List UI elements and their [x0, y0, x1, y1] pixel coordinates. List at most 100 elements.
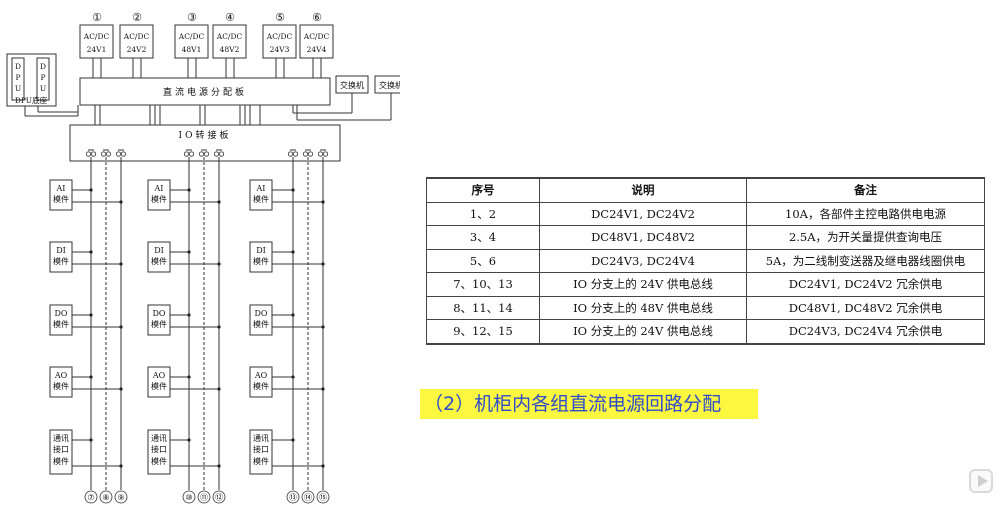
- module-label: AO: [254, 371, 268, 380]
- io-module-box: [147, 241, 171, 273]
- table-cell-number: 1、2: [426, 201, 540, 226]
- module-label: 通讯: [253, 433, 269, 443]
- table-header-row: 序号 说明 备注: [426, 177, 985, 203]
- fuse-terminal-icon: [85, 151, 92, 157]
- dpu-letter: U: [40, 84, 46, 93]
- table-cell-remark: 5A，为二线制变送器及继电器线圈供电: [746, 248, 985, 273]
- junction-dot: [321, 200, 325, 204]
- module-label: AI: [56, 184, 66, 193]
- module-label: 模件: [53, 194, 69, 204]
- junction-dot: [89, 250, 93, 254]
- fuse-terminal-icon: [115, 151, 122, 157]
- module-label: 模件: [53, 319, 69, 329]
- table-cell-remark: 10A，各部件主控电路供电电源: [746, 201, 985, 226]
- bus-number-label: ⑨: [117, 493, 124, 502]
- bus-number-label: ⑧: [102, 493, 109, 502]
- fuse-terminal-icon: [292, 151, 299, 157]
- play-button[interactable]: [969, 469, 993, 493]
- supply-number-label: ③: [187, 11, 197, 24]
- table-cell-description: IO 分支上的 24V 供电总线: [539, 319, 747, 345]
- io-module-box: [147, 304, 171, 336]
- table-row: 5、6 DC24V3, DC24V4 5A，为二线制变送器及继电器线圈供电: [426, 248, 985, 273]
- fuse-terminal-icon: [100, 151, 107, 157]
- power-distribution-diagram: ①AC/DC24V1②AC/DC24V2③AC/DC48V1④AC/DC48V2…: [6, 11, 400, 504]
- module-label: DO: [55, 309, 68, 318]
- module-label: 模件: [53, 381, 69, 391]
- bus-number-circle: [212, 490, 226, 504]
- junction-dot: [217, 262, 221, 266]
- bus-number-label: ⑦: [87, 493, 94, 502]
- io-adapter-board: [69, 124, 341, 162]
- dpu-letter: D: [15, 62, 21, 71]
- supply-line-label: AC/DC: [83, 32, 110, 41]
- table-cell-remark: DC24V3, DC24V4 冗余供电: [746, 319, 985, 345]
- io-module-box: [249, 429, 273, 475]
- io-module-box: [49, 429, 73, 475]
- distribution-board-label: 直流电源分配板: [163, 86, 247, 98]
- bus-number-circle: [182, 490, 196, 504]
- io-module-box: [49, 366, 73, 398]
- supply-number-label: ④: [225, 11, 235, 24]
- module-label: 接口: [53, 444, 69, 454]
- bus-number-circle: [301, 490, 315, 504]
- fuse-terminal-icon: [307, 151, 314, 157]
- module-label: DO: [255, 309, 268, 318]
- module-label: DI: [154, 246, 164, 255]
- junction-dot: [119, 325, 123, 329]
- bus-number-circle: [99, 490, 113, 504]
- junction-dot: [187, 250, 191, 254]
- io-module-box: [147, 366, 171, 398]
- supply-line-label: AC/DC: [266, 32, 293, 41]
- dpu-letter: P: [15, 73, 20, 82]
- table-cell-number: 3、4: [426, 225, 540, 250]
- table-cell-number: 7、10、13: [426, 272, 540, 297]
- bus-number-label: ⑭: [304, 493, 312, 502]
- supply-number-label: ⑤: [275, 11, 285, 24]
- section-caption: （2）机柜内各组直流电源回路分配: [420, 389, 758, 419]
- table-row: 3、4 DC48V1, DC48V2 2.5A，为开关量提供查询电压: [426, 225, 985, 250]
- switch-label: 交换机: [340, 80, 364, 90]
- junction-dot: [89, 188, 93, 192]
- bus-number-circle: [84, 490, 98, 504]
- module-label: 接口: [151, 444, 167, 454]
- junction-dot: [217, 464, 221, 468]
- junction-dot: [89, 375, 93, 379]
- bus-number-label: ⑩: [185, 493, 192, 502]
- io-module-box: [147, 179, 171, 211]
- module-label: 模件: [53, 456, 69, 466]
- junction-dot: [217, 387, 221, 391]
- module-label: 模件: [151, 456, 167, 466]
- module-label: 模件: [151, 194, 167, 204]
- io-module-box: [49, 179, 73, 211]
- table-cell-description: IO 分支上的 48V 供电总线: [539, 295, 747, 320]
- supply-number-label: ②: [132, 11, 142, 24]
- junction-dot: [217, 200, 221, 204]
- module-label: 模件: [151, 381, 167, 391]
- bus-number-label: ⑬: [289, 493, 297, 502]
- junction-dot: [119, 387, 123, 391]
- junction-dot: [119, 464, 123, 468]
- column-header-remark: 备注: [746, 177, 985, 203]
- bus-number-circle: [286, 490, 300, 504]
- bus-number-circle: [316, 490, 330, 504]
- supply-number-label: ⑥: [312, 11, 322, 24]
- supply-line-label: 48V1: [182, 45, 202, 54]
- junction-dot: [187, 438, 191, 442]
- bus-number-circle: [114, 490, 128, 504]
- junction-dot: [89, 313, 93, 317]
- column-header-number: 序号: [426, 177, 540, 203]
- module-label: AI: [154, 184, 164, 193]
- module-label: 通讯: [53, 433, 69, 443]
- module-label: 接口: [253, 444, 269, 454]
- junction-dot: [291, 375, 295, 379]
- supply-line-label: 24V4: [307, 45, 327, 54]
- junction-dot: [291, 313, 295, 317]
- power-supply-box: [299, 24, 334, 59]
- io-module-box: [49, 241, 73, 273]
- table-cell-description: DC24V3, DC24V4: [539, 248, 747, 273]
- module-label: 模件: [253, 381, 269, 391]
- dpu-letter: D: [40, 62, 46, 71]
- supply-line-label: 24V2: [127, 45, 147, 54]
- power-supply-box: [119, 24, 154, 59]
- fuse-terminal-icon: [105, 151, 112, 157]
